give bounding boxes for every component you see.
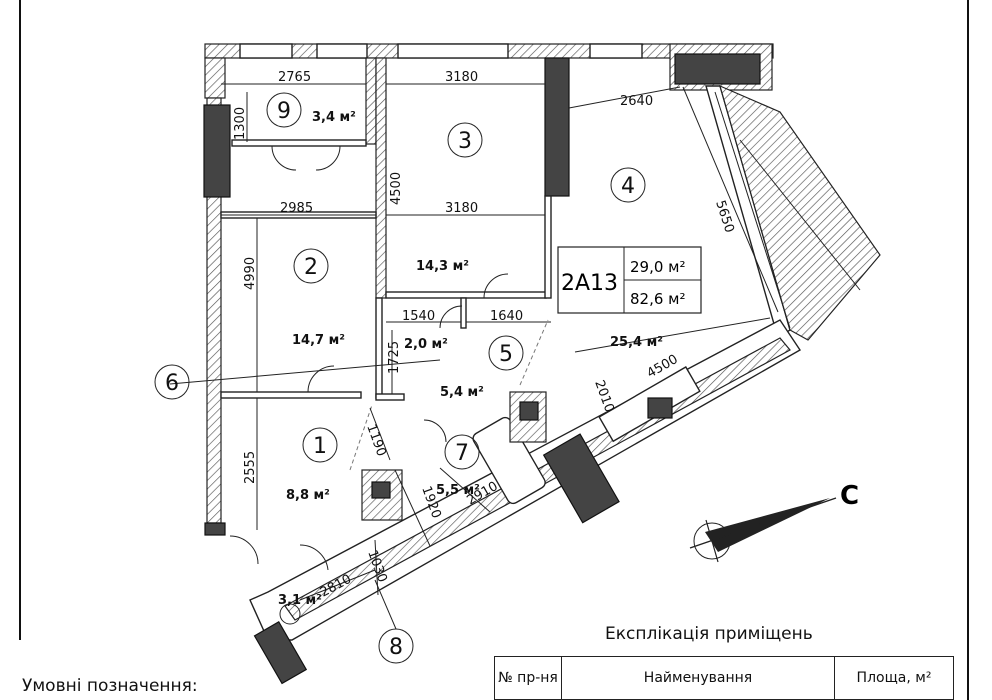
dim-2555: 2555 [243,451,258,484]
compass-letter: С [840,481,859,511]
room-marker-6: 6 [154,364,190,400]
loggia-line-2 [714,91,791,329]
area-room-1: 8,8 м² [286,488,330,503]
dash-1 [349,404,373,471]
svg-text:2: 2 [304,255,318,280]
top-right-dark [674,53,761,85]
area-room-6: 2,0 м² [404,337,448,352]
wall-3-left [375,57,387,299]
area-room-5: 5,4 м² [440,385,484,400]
svg-text:5: 5 [499,342,513,367]
total-area: 82,6 м² [630,290,686,308]
dimension-lines [169,83,779,601]
room-marker-9: 9 [266,92,302,128]
kitchen-hob [647,397,673,419]
window-4 [589,43,643,59]
loggia-line-1 [739,139,861,291]
wc-fixture [371,481,391,499]
room-marker-8: 8 [378,628,414,664]
dim-2010: 2010 [591,378,616,414]
room-marker-5: 5 [488,335,524,371]
explication-table: № пр-ня Найменування Площа, м² [494,656,954,700]
bottom-left-column [253,621,308,685]
dim-2985: 2985 [280,201,313,216]
wall-3-bottom [385,291,547,299]
dim-3180-top: 3180 [445,70,478,85]
wall-6-right [460,297,467,329]
left-stub [204,522,226,536]
legend-title: Умовні позначення: [22,676,198,696]
area-room-4: 25,4 м² [610,335,663,350]
shaft-7-fixture [519,401,539,421]
wall-9-bottom [231,139,367,147]
living-area: 29,0 м² [630,258,686,276]
door-9 [271,145,341,171]
dim-4500-v: 4500 [389,172,404,205]
door-1-bottom [299,544,329,571]
dim-1190: 1190 [363,422,388,458]
area-room-7: 5,5 м² [436,483,480,498]
room-marker-1: 1 [302,427,338,463]
toilet-8 [279,603,301,625]
svg-text:3: 3 [458,129,472,154]
header-name: Найменування [561,656,835,700]
dim-2765: 2765 [278,70,311,85]
dim-1725: 1725 [387,341,402,374]
wall-6-left [375,297,383,399]
apartment-info-box: 2A13 29,0 м² 82,6 м² [557,246,702,314]
area-room-3: 14,3 м² [416,259,469,274]
bathtub [472,416,546,505]
dim-3180-mid: 3180 [445,201,478,216]
dim-4990: 4990 [243,257,258,290]
room-marker-7: 7 [444,434,480,470]
room-marker-4: 4 [610,167,646,203]
area-room-9: 3,4 м² [312,110,356,125]
window-2 [316,43,368,59]
header-area: Площа, м² [834,656,954,700]
area-room-8: 3,1 м² [278,593,322,608]
svg-text:9: 9 [277,99,291,124]
window-1 [239,43,293,59]
loggia-hatch [719,84,881,341]
wall-9-right [365,57,377,145]
window-3 [397,43,509,59]
bottom-column [542,433,620,524]
explication-title: Експлікація приміщень [605,624,813,644]
room-marker-2: 2 [293,248,329,284]
top-left-block [204,57,226,99]
wall-2-bottom [220,391,362,399]
left-column [203,104,231,198]
door-7 [423,419,447,443]
header-room-number: № пр-ня [494,656,562,700]
svg-text:8: 8 [389,635,403,660]
door-entrance [229,535,259,565]
dash-2 [519,319,549,386]
svg-text:7: 7 [455,441,469,466]
room-marker-3: 3 [447,122,483,158]
svg-text:1: 1 [313,434,327,459]
explication-header-row: № пр-ня Найменування Площа, м² [494,656,954,700]
svg-text:4: 4 [621,174,635,199]
central-column [544,57,570,197]
apartment-code: 2A13 [561,271,618,296]
wall-6-bottom [375,393,405,401]
door-2 [307,365,335,393]
dim-5650: 5650 [712,199,736,235]
compass: С [689,481,859,563]
dim-1300: 1300 [233,107,248,140]
wall-3-right [544,195,552,299]
dim-1640: 1640 [490,309,523,324]
dim-2640: 2640 [620,94,653,109]
dim-1540: 1540 [402,309,435,324]
door-3 [483,273,509,299]
leader-8 [374,579,397,630]
door-6 [439,305,463,329]
svg-text:6: 6 [165,371,179,396]
area-room-2: 14,7 м² [292,333,345,348]
